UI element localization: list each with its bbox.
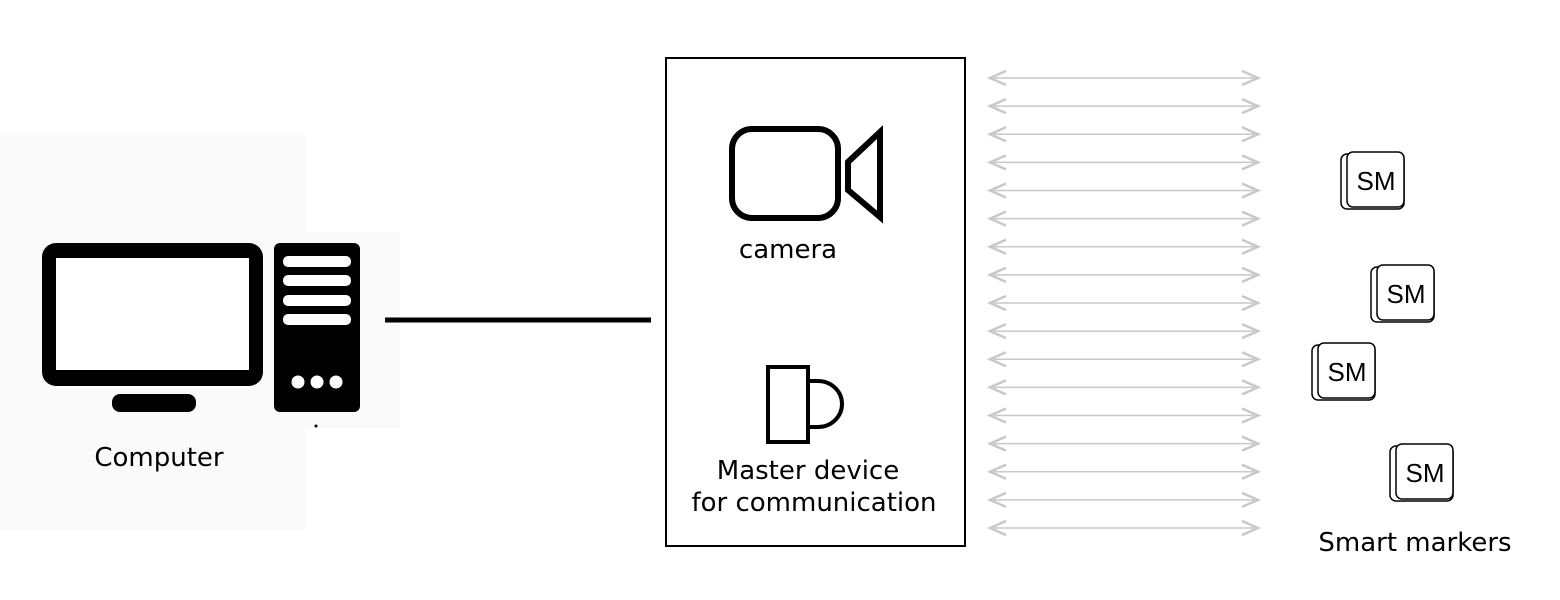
monitor-stand bbox=[112, 394, 196, 412]
smart-marker-text: SM bbox=[1357, 166, 1396, 196]
smart-marker-icon: SM bbox=[1311, 342, 1376, 401]
wireless-link-arrow bbox=[986, 266, 1262, 284]
computer-label: Computer bbox=[94, 443, 224, 473]
wireless-link-arrow bbox=[986, 351, 1262, 368]
smart-markers-label: Smart markers bbox=[1318, 528, 1511, 558]
wireless-link-arrow bbox=[986, 435, 1262, 452]
tower-light-2 bbox=[310, 375, 324, 389]
drive-bay-1 bbox=[283, 256, 351, 267]
tower-light-1 bbox=[291, 375, 305, 389]
smart-marker-text: SM bbox=[1406, 458, 1445, 488]
wireless-link-arrow bbox=[986, 126, 1262, 143]
wireless-link-arrow bbox=[986, 519, 1262, 537]
wireless-link-arrow bbox=[986, 154, 1262, 171]
wireless-link-arrow bbox=[986, 491, 1262, 509]
monitor-screen bbox=[56, 258, 249, 370]
smart-marker-text: SM bbox=[1328, 357, 1367, 387]
wireless-link-arrow bbox=[986, 182, 1262, 199]
wireless-link-arrow bbox=[986, 97, 1262, 115]
video-camera-icon bbox=[729, 125, 883, 224]
tower-dot bbox=[314, 424, 318, 428]
drive-bay-4 bbox=[283, 314, 351, 325]
drive-bay-3 bbox=[283, 295, 351, 306]
master-device-label-line1: Master device bbox=[717, 456, 899, 486]
desktop-computer-icon bbox=[42, 243, 360, 428]
smart-marker-icon: SM bbox=[1340, 151, 1405, 210]
wireless-link-arrow bbox=[986, 69, 1262, 87]
camera-label: camera bbox=[739, 235, 837, 265]
wireless-link-arrow bbox=[986, 407, 1262, 424]
wireless-link-arrow bbox=[986, 379, 1262, 396]
master-unit-box bbox=[665, 57, 966, 547]
smart-marker-icon: SM bbox=[1370, 264, 1435, 323]
smart-marker-text: SM bbox=[1387, 279, 1426, 309]
drive-bay-2 bbox=[283, 275, 351, 286]
wireless-links bbox=[986, 69, 1262, 537]
wireless-link-arrow bbox=[986, 294, 1262, 312]
wireless-link-arrow bbox=[986, 463, 1262, 480]
wireless-link-arrow bbox=[986, 322, 1262, 340]
wireless-link-arrow bbox=[986, 210, 1262, 227]
smart-marker-icon: SM bbox=[1389, 443, 1454, 502]
wireless-link-arrow bbox=[986, 238, 1262, 255]
transmitter-icon bbox=[766, 365, 844, 444]
master-device-label-line2: for communication bbox=[691, 488, 936, 518]
tower-light-3 bbox=[329, 375, 343, 389]
